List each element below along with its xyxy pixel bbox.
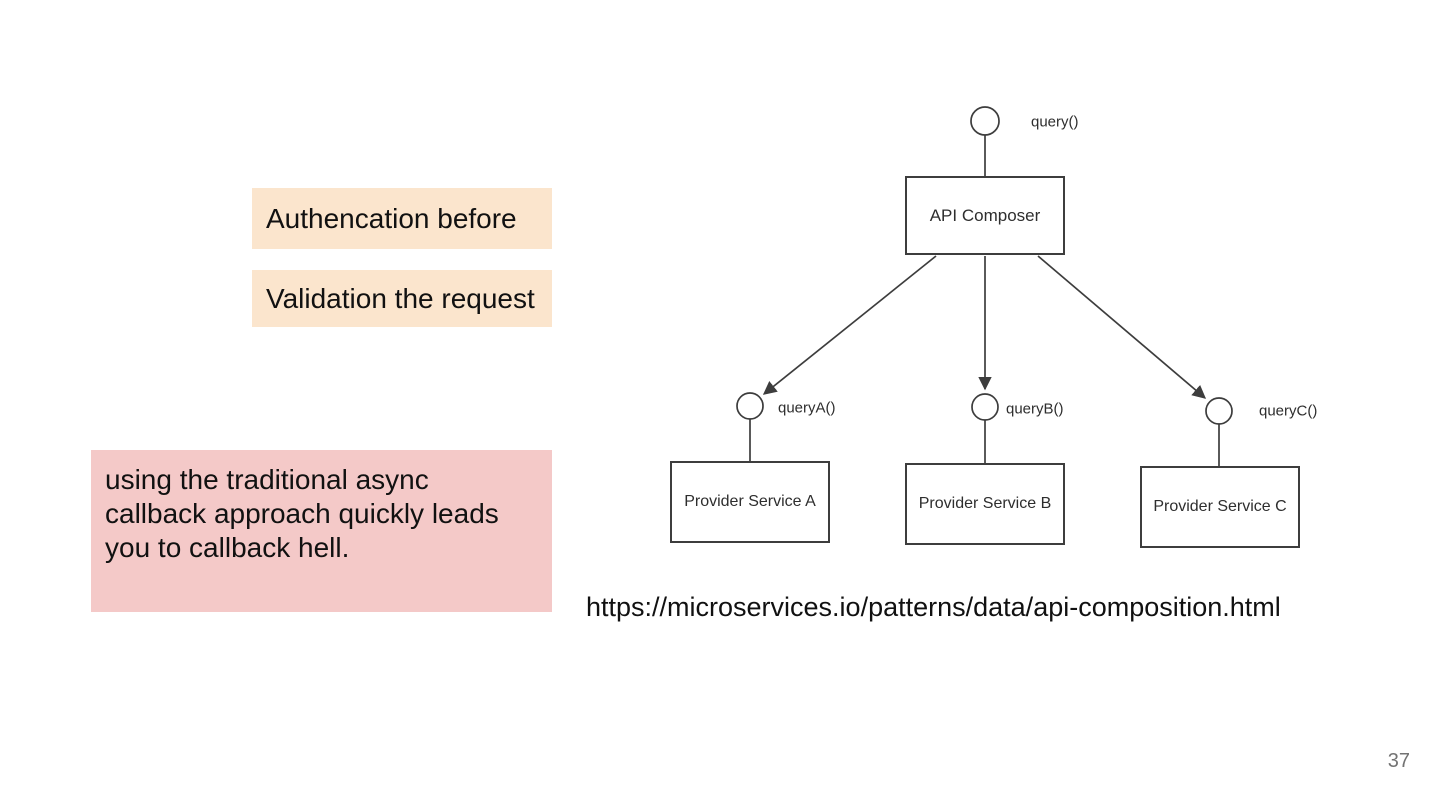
interface-circle-query-b [971,393,999,421]
arrow-composer-to-query-a [762,255,937,395]
query-c-label: queryC() [1259,402,1318,420]
query-a-label: queryA() [778,399,836,417]
api-composer-box: API Composer [905,176,1065,255]
provider-service-c-box: Provider Service C [1140,466,1300,548]
note-authentication-text: Authencation before [266,202,517,234]
note-callback-hell-text: using the traditional async callback app… [105,464,499,563]
provider-service-b-label: Provider Service B [918,495,1052,512]
query-label: query() [1031,113,1079,131]
note-authentication: Authencation before [252,188,552,249]
provider-service-a-label: Provider Service A [684,493,816,510]
api-composer-label: API Composer [929,205,1041,225]
interface-circle-query [970,106,1000,136]
page-number: 37 [1387,750,1410,772]
provider-service-c-label: Provider Service C [1153,498,1287,515]
query-b-label: queryB() [1006,400,1064,418]
provider-service-a-box: Provider Service A [670,461,830,543]
interface-circle-query-c [1205,397,1233,425]
note-validation-text: Validation the request [266,282,535,314]
source-url-text: https://microservices.io/patterns/data/a… [586,592,1281,622]
note-callback-hell: using the traditional async callback app… [91,450,552,612]
note-validation: Validation the request [252,270,552,327]
interface-circle-query-a [736,392,764,420]
arrow-composer-to-query-c [1037,255,1207,399]
provider-service-b-box: Provider Service B [905,463,1065,545]
